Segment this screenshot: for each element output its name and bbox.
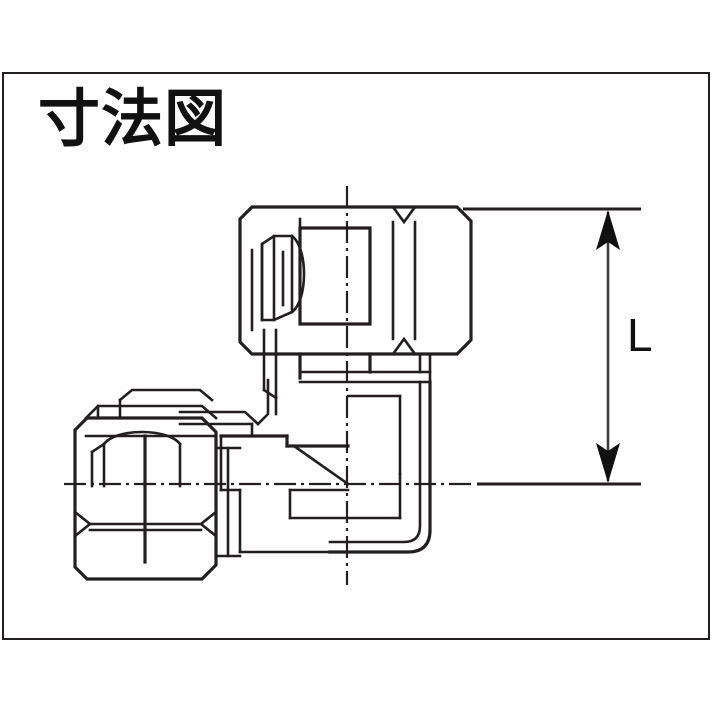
dimension-label-L: L — [627, 309, 653, 361]
drawing-frame-border — [2, 72, 710, 640]
page-title: 寸法図 — [38, 82, 228, 155]
